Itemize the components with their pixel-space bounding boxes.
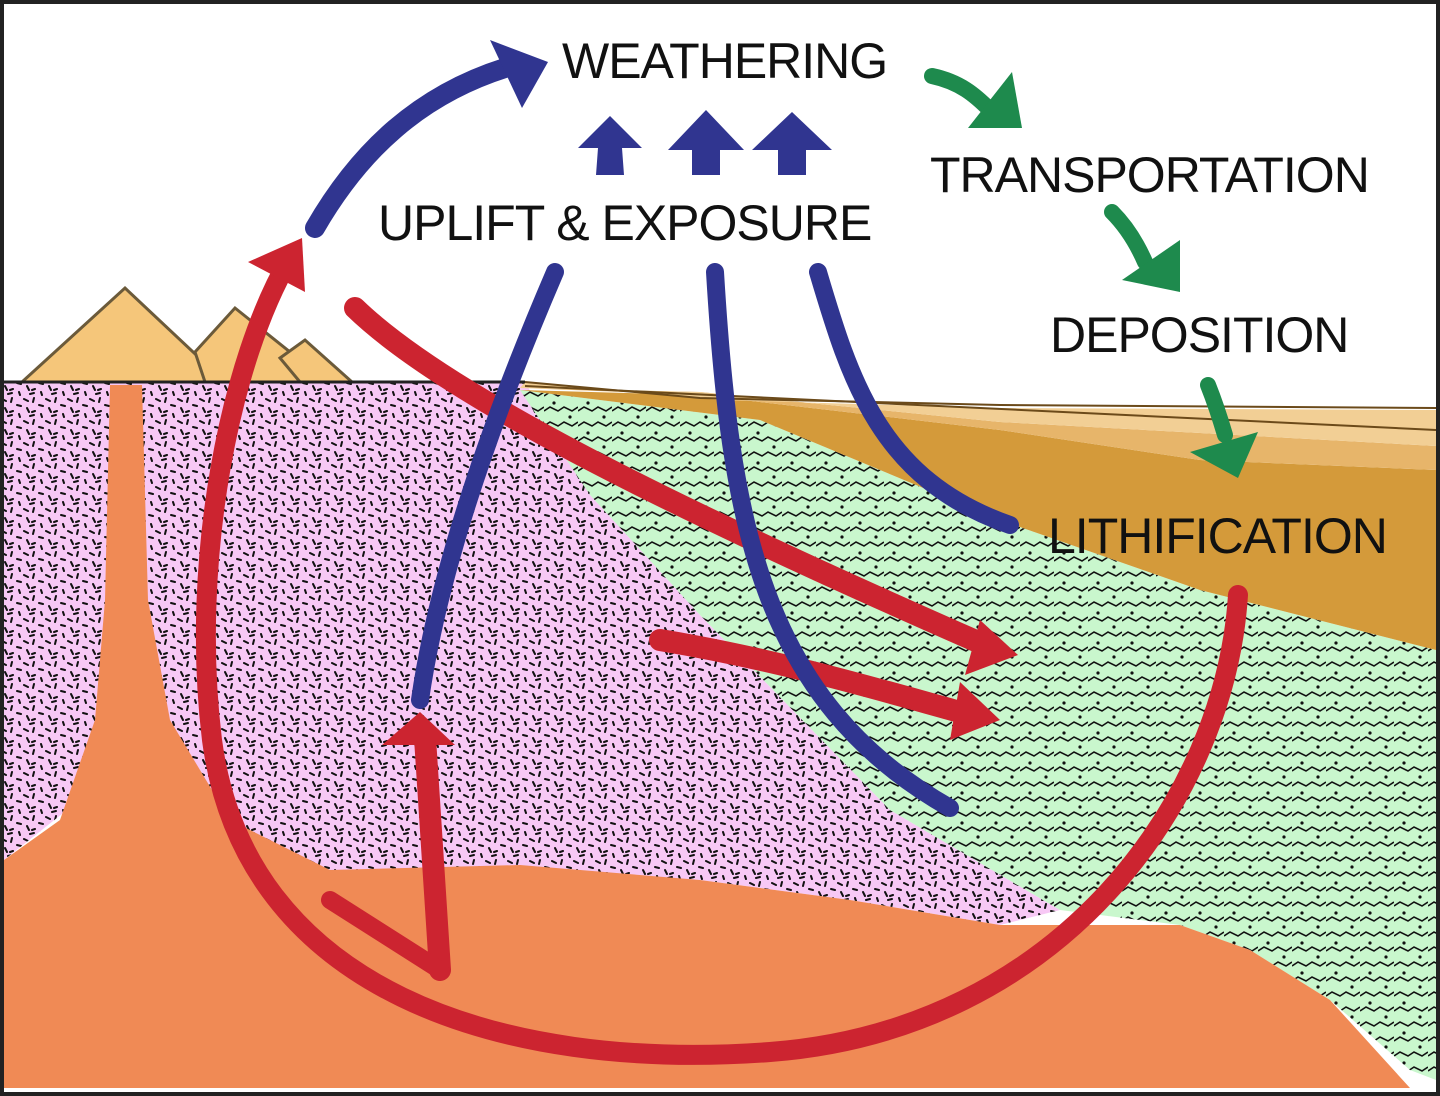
red-metamorphism-arrow-2 <box>649 629 971 723</box>
surface-process-arrows <box>924 68 1258 478</box>
blue-up-arrow-1 <box>578 116 642 175</box>
blue-uplift-arrow-3 <box>809 263 1019 534</box>
label-transportation: TRANSPORTATION <box>930 147 1369 203</box>
sediment-layer-lower <box>520 390 1436 650</box>
label-uplift-exposure: UPLIFT & EXPOSURE <box>378 195 871 251</box>
igneous-crust <box>4 382 1060 925</box>
blue-uplift-arrow-1 <box>411 263 564 709</box>
sediment-layer-top <box>520 382 1436 446</box>
blue-weathering-arrow <box>305 58 515 238</box>
red-rise-arrow <box>414 727 451 981</box>
green-arrowhead-3 <box>1190 432 1258 478</box>
red-rise-arrowhead <box>382 712 455 745</box>
red-loop-arrowhead <box>248 238 305 292</box>
red-metamorphism-arrowhead-1 <box>965 620 1018 675</box>
blue-up-arrow-2 <box>668 110 744 175</box>
red-loop-arrow <box>195 248 1248 1065</box>
blue-weathering-arrowhead <box>490 40 548 108</box>
melting-arrows <box>195 238 1248 1065</box>
label-lithification: LITHIFICATION <box>1048 508 1387 564</box>
label-weathering: WEATHERING <box>562 33 887 89</box>
red-metamorphism-arrowhead-2 <box>950 682 1000 740</box>
blue-up-arrow-3 <box>752 112 832 175</box>
blue-uplift-arrow-2 <box>706 263 959 817</box>
red-metamorphism-arrow-1 <box>344 297 996 656</box>
label-deposition: DEPOSITION <box>1050 307 1348 363</box>
uplift-arrows <box>305 40 1019 817</box>
green-arrowhead-2 <box>1122 240 1180 292</box>
green-arrowhead-1 <box>968 72 1022 128</box>
